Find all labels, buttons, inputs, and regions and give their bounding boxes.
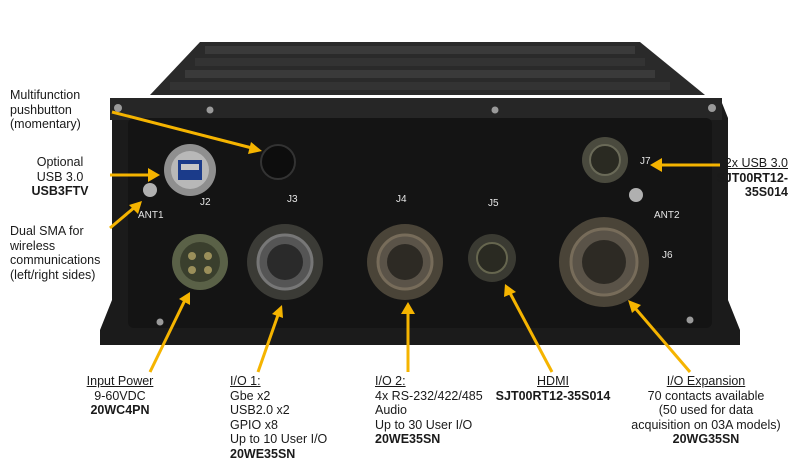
io1-line-2: USB2.0 x2 [230, 403, 290, 417]
power-voltage: 9-60VDC [94, 388, 146, 403]
ioexp-part: 20WG35SN [672, 432, 740, 446]
label-sma: Dual SMA for wireless communications (le… [10, 224, 100, 282]
marking-j4: J4 [396, 194, 407, 205]
pushbutton-line-1: Multifunction [10, 88, 81, 102]
sma-ant1 [143, 183, 157, 197]
sma-line-2: wireless [10, 238, 56, 253]
marking-j7: J7 [640, 156, 651, 167]
hdmi-title: HDMI [537, 374, 569, 388]
label-io1: I/O 1: Gbe x2 USB2.0 x2 GPIO x8 Up to 10… [230, 374, 327, 461]
label-pushbutton: Multifunction pushbutton (momentary) [10, 88, 81, 132]
label-hdmi: HDMI SJT00RT12-35S014 [492, 374, 614, 403]
usb-opt-line-1: Optional [36, 155, 84, 169]
marking-ant2: ANT2 [654, 210, 680, 221]
io2-title: I/O 2: [375, 374, 406, 388]
io2-line-1: 4x RS-232/422/485 [375, 388, 483, 403]
usb-2x-part-2: 35S014 [744, 185, 788, 199]
j3-connector [247, 224, 323, 300]
j4-connector [367, 224, 443, 300]
ioexp-line-3: acquisition on 03A models) [631, 417, 781, 432]
io2-line-2: Audio [375, 403, 407, 417]
ioexp-title: I/O Expansion [666, 374, 746, 388]
marking-j6: J6 [662, 250, 673, 261]
j7-connector [582, 137, 628, 183]
sma-line-4: (left/right sides) [10, 267, 96, 282]
io1-line-3: GPIO x8 [230, 417, 278, 432]
sma-line-1: Dual SMA for [10, 224, 84, 238]
marking-j3: J3 [287, 194, 298, 205]
label-io-expansion: I/O Expansion 70 contacts available (50 … [620, 374, 792, 447]
ioexp-line-1: 70 contacts available [647, 388, 765, 403]
j5-connector [468, 234, 516, 282]
callout-arrows [109, 110, 720, 373]
io1-title: I/O 1: [230, 374, 261, 388]
ioexp-line-2: (50 used for data [658, 403, 754, 417]
io2-part: 20WE35SN [375, 432, 441, 446]
usb-2x-part-1: SJT00RT12- [716, 170, 788, 185]
io1-line-1: Gbe x2 [230, 388, 271, 403]
heatsink [150, 42, 705, 95]
label-io2: I/O 2: 4x RS-232/422/485 Audio Up to 30 … [375, 374, 483, 447]
io2-line-3: Up to 30 User I/O [375, 417, 473, 432]
marking-ant1: ANT1 [138, 210, 164, 221]
usb-connector-j2 [164, 144, 216, 196]
marking-j5: J5 [488, 198, 499, 209]
power-connector [172, 234, 228, 290]
marking-j2: J2 [200, 197, 211, 208]
power-part: 20WC4PN [90, 403, 150, 417]
usb-2x-title: 2x USB 3.0 [724, 156, 788, 170]
screws [114, 104, 716, 326]
pushbutton [260, 144, 296, 180]
io1-part: 20WE35SN [230, 446, 296, 461]
pushbutton-line-3: (momentary) [10, 117, 81, 131]
usb-opt-part: USB3FTV [31, 184, 89, 198]
power-title: Input Power [86, 374, 154, 388]
label-usb-2x: 2x USB 3.0 SJT00RT12- 35S014 [716, 156, 788, 200]
sma-ant2 [629, 188, 643, 202]
io1-line-4: Up to 10 User I/O [230, 432, 328, 446]
sma-line-3: communications [10, 253, 101, 267]
label-input-power: Input Power 9-60VDC 20WC4PN [70, 374, 170, 418]
pushbutton-line-2: pushbutton [10, 102, 72, 117]
hdmi-part: SJT00RT12-35S014 [495, 388, 611, 403]
usb-opt-line-2: USB 3.0 [36, 169, 84, 184]
j6-connector [559, 217, 649, 307]
label-usb-optional: Optional USB 3.0 USB3FTV [20, 155, 100, 199]
